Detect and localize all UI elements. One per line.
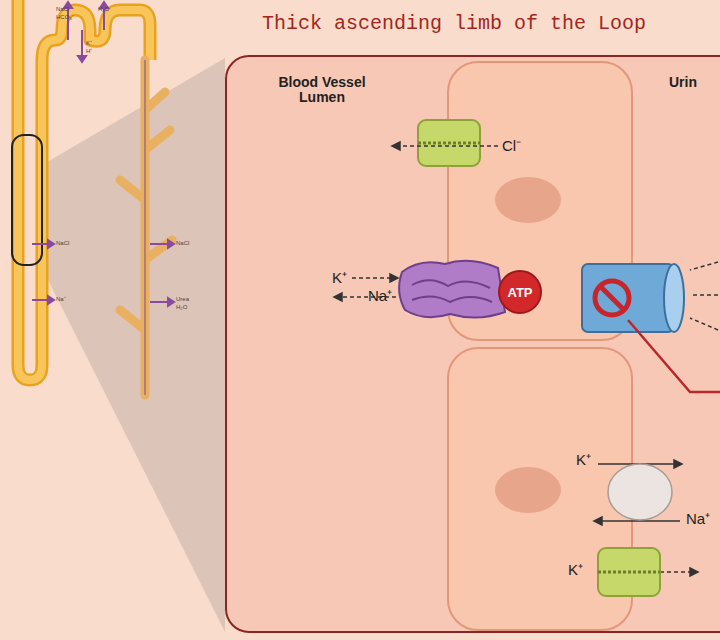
atp-label: ATP [507, 286, 532, 299]
ion-label: Na⁺ [686, 511, 710, 528]
nephron-label: NaCl [56, 240, 69, 247]
ion-label: K⁺ [332, 270, 347, 287]
panel-box: Blood Vessel Lumen UrinATP [225, 55, 720, 633]
ion-label: Na⁺ [368, 288, 392, 305]
duct-flow [145, 60, 146, 395]
ion-label: K⁺ [576, 452, 591, 469]
ion-label: K⁺ [568, 562, 583, 579]
nephron-label: HCO₃⁻ [56, 14, 74, 21]
nephron-label: Na⁺ [56, 296, 66, 303]
nephron-label: H⁺ [86, 48, 92, 55]
nephron-label: K⁺ [86, 40, 92, 47]
zoom-shading [42, 58, 225, 632]
nephron-label: H₂O [176, 304, 187, 311]
nephron-tube [18, 0, 150, 380]
ion-label: Cl⁻ [502, 138, 521, 155]
transport-arrows [32, 2, 174, 306]
nephron-label: NaCl [176, 240, 189, 247]
compartment-label: Urin [669, 75, 720, 90]
nephron-label: H₂O [98, 6, 109, 13]
nephron-label: Urea [176, 296, 189, 303]
title: Thick ascending limb of the Loop [262, 13, 646, 35]
nephron-label: NaCl [56, 6, 69, 13]
zoom-box [12, 135, 42, 265]
compartment-label: Blood Vessel Lumen [257, 75, 387, 106]
collecting-duct [120, 60, 172, 395]
atp-circle: ATP [498, 270, 542, 314]
nephron-tube-inner [18, 0, 150, 380]
